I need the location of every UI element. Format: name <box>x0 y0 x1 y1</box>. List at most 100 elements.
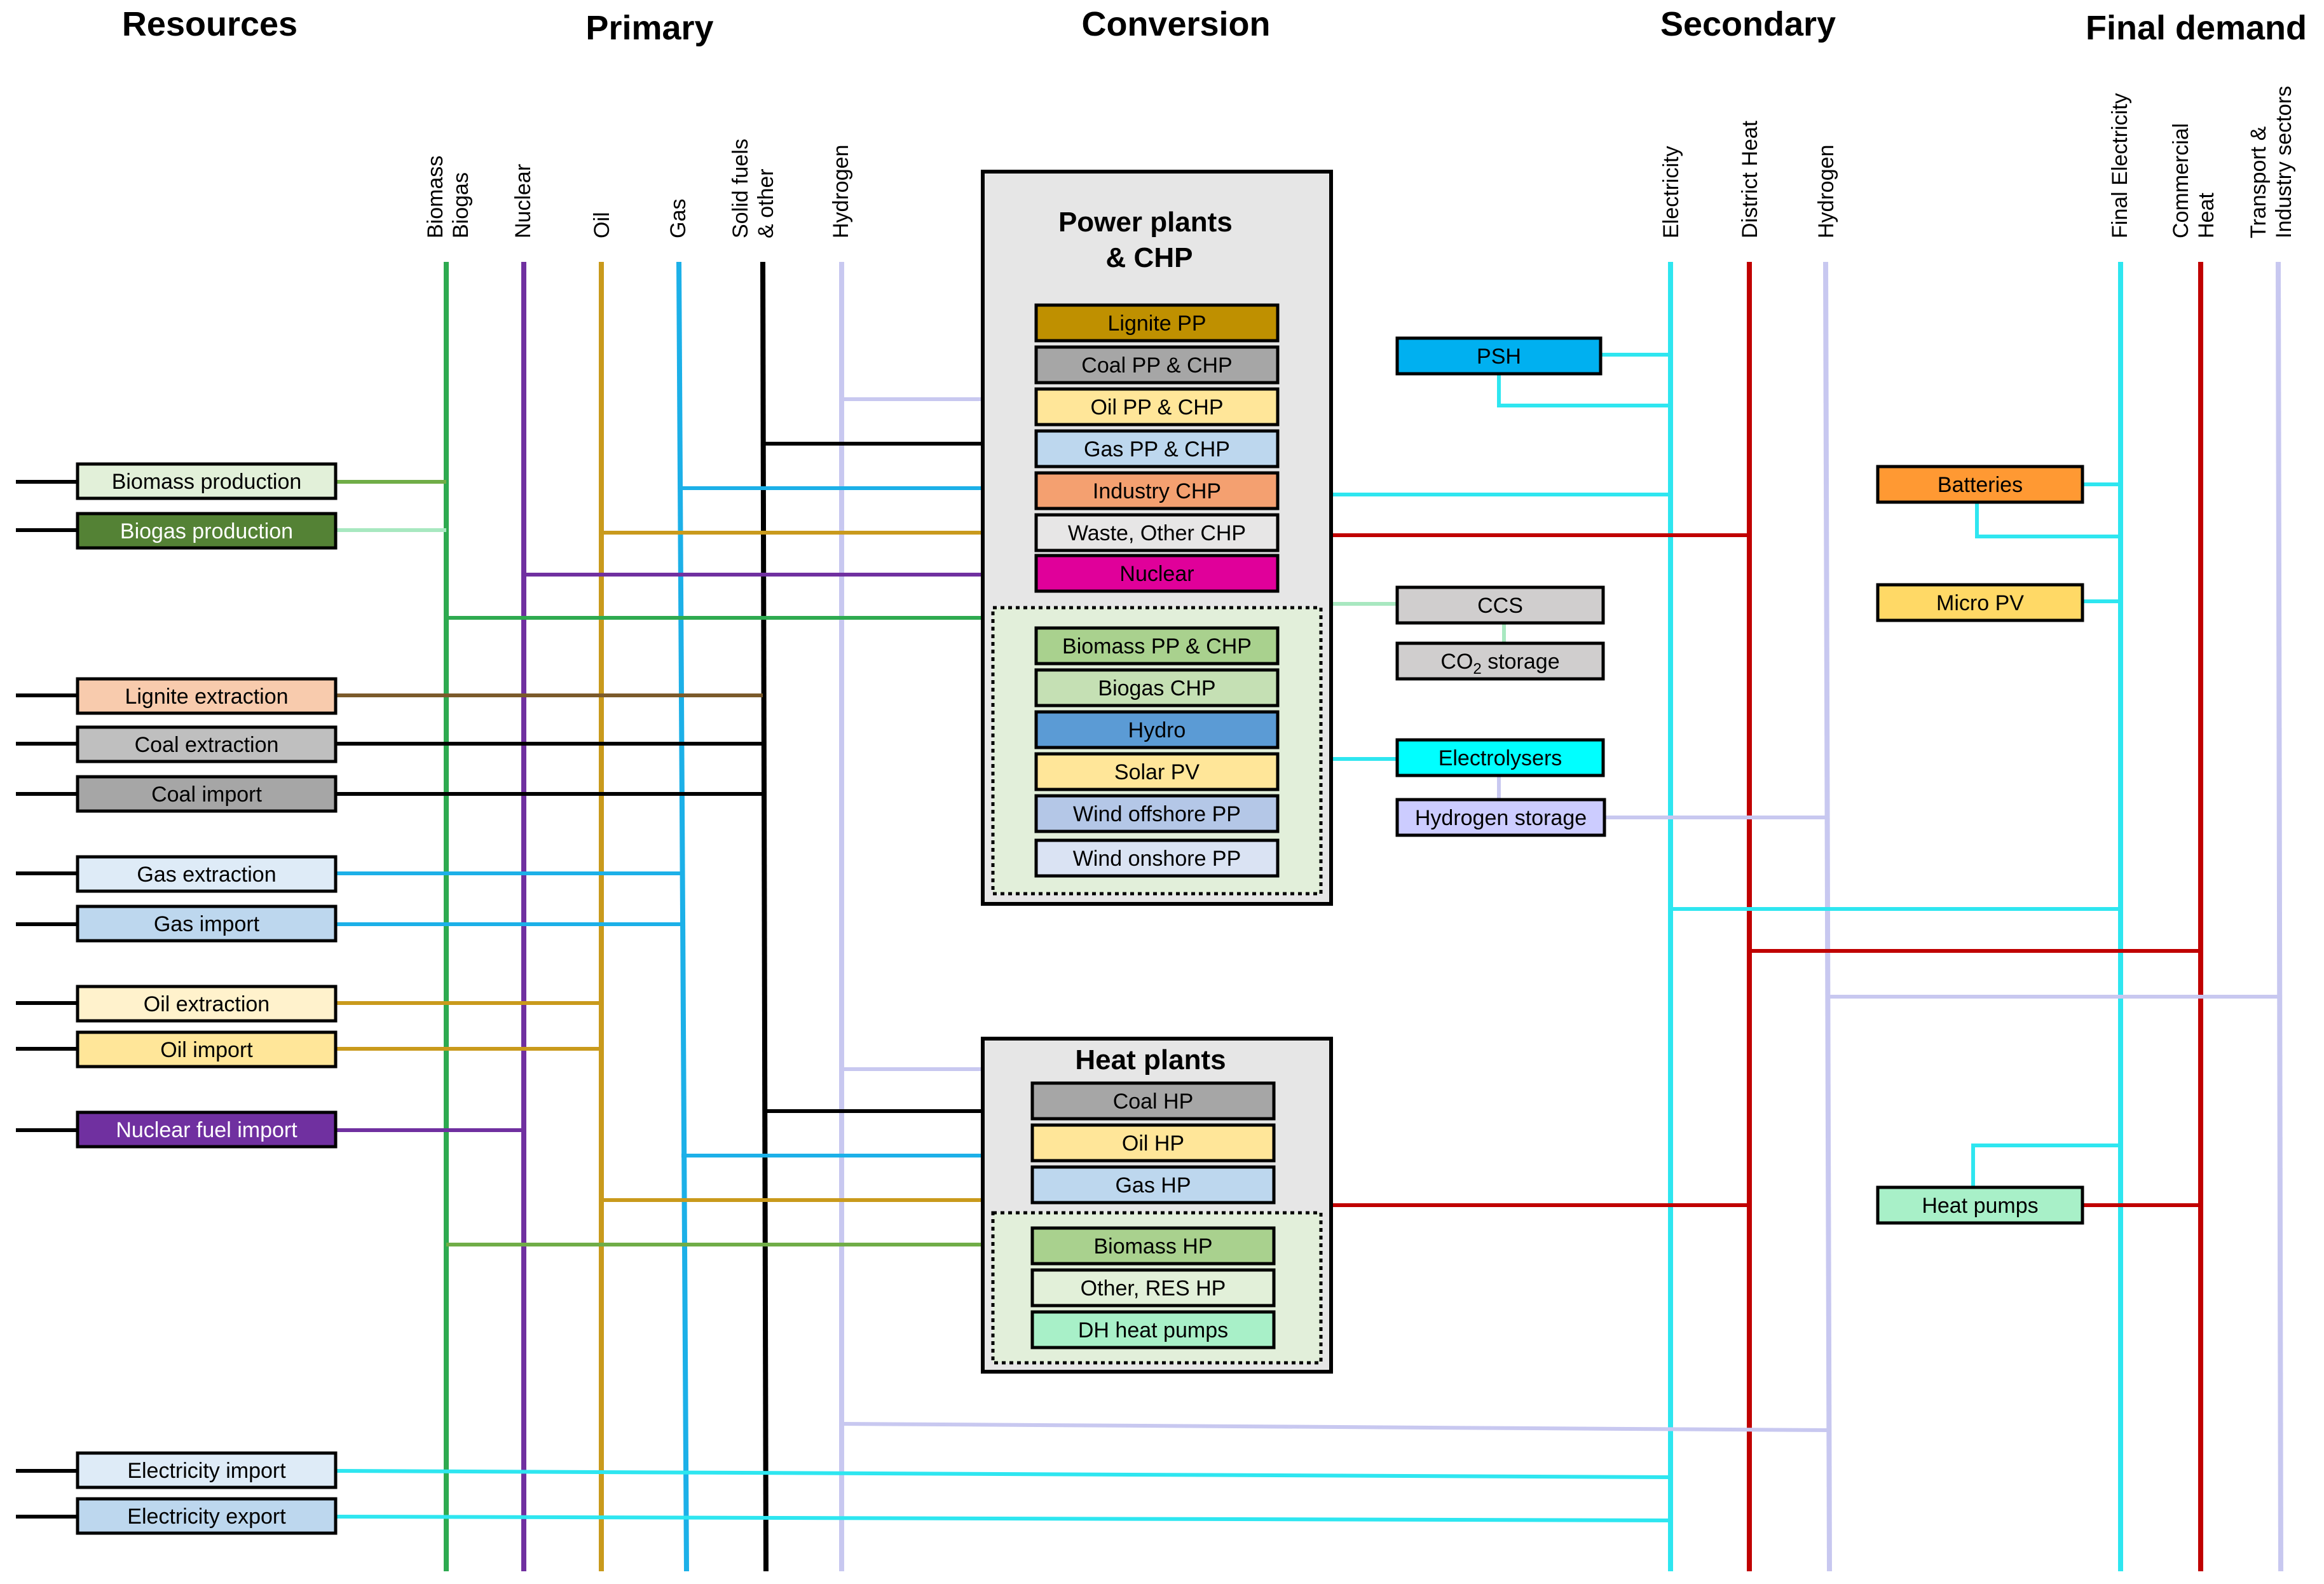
box-biomass-hp: Biomass HP <box>1030 1226 1276 1266</box>
svg-text:Micro PV: Micro PV <box>1936 591 2024 615</box>
connectors <box>16 353 2281 1522</box>
bus-labels: Biomass Biogas Nuclear Oil Gas Solid fue… <box>423 86 2296 238</box>
box-hydro: Hydro <box>1034 710 1280 749</box>
box-micro-pv: Micro PV <box>1876 583 2084 622</box>
svg-text:Biogas CHP: Biogas CHP <box>1098 676 1215 700</box>
svg-text:Biomass PP & CHP: Biomass PP & CHP <box>1062 634 1252 659</box>
box-coal-hp: Coal HP <box>1030 1081 1276 1121</box>
svg-text:Nuclear fuel import: Nuclear fuel import <box>116 1118 297 1142</box>
box-dh-heat-pumps: DH heat pumps <box>1030 1310 1276 1349</box>
svg-text:Wind offshore PP: Wind offshore PP <box>1073 802 1241 826</box>
box-lignite-extraction: Lignite extraction <box>76 677 338 715</box>
hydrogen-secondary-bus <box>1823 261 1832 1572</box>
svg-text:Waste, Other CHP: Waste, Other CHP <box>1068 521 1246 545</box>
bus-label-oil: Oil <box>590 212 614 238</box>
box-gas-import: Gas import <box>76 905 338 943</box>
svg-text:Electrolysers: Electrolysers <box>1439 746 1562 770</box>
svg-text:Nuclear: Nuclear <box>1119 562 1194 586</box>
bus-label-district-heat: District Heat <box>1738 120 1762 238</box>
svg-text:PSH: PSH <box>1477 345 1521 369</box>
bus-label-nuclear: Nuclear <box>511 164 535 238</box>
bus-label-transport: Transport & Industry sectors <box>2246 86 2296 238</box>
svg-text:Other, RES HP: Other, RES HP <box>1081 1276 1226 1301</box>
svg-text:Hydro: Hydro <box>1128 718 1186 742</box>
box-gas-extraction: Gas extraction <box>76 855 338 893</box>
box-biogas-production: Biogas production <box>76 512 338 550</box>
box-biomass-pp: Biomass PP & CHP <box>1034 626 1280 666</box>
svg-text:Oil PP & CHP: Oil PP & CHP <box>1090 395 1223 420</box>
transport-bus <box>2276 261 2283 1572</box>
box-other-res-hp: Other, RES HP <box>1030 1268 1276 1307</box>
bus-label-electricity: Electricity <box>1659 146 1683 238</box>
svg-text:DH heat pumps: DH heat pumps <box>1078 1318 1228 1342</box>
box-electricity-export: Electricity export <box>76 1497 338 1535</box>
svg-text:Coal HP: Coal HP <box>1113 1089 1194 1114</box>
power-plants-group: Power plants & CHP Lignite PP Coal PP & … <box>981 170 1333 906</box>
box-nuclear-pp: Nuclear <box>1034 554 1280 593</box>
svg-text:Biogas production: Biogas production <box>120 519 293 543</box>
svg-text:Electricity export: Electricity export <box>127 1505 286 1529</box>
bus-label-hydrogen-primary: Hydrogen <box>829 145 853 238</box>
svg-text:Hydrogen storage: Hydrogen storage <box>1415 806 1587 830</box>
box-oil-pp: Oil PP & CHP <box>1034 387 1280 427</box>
svg-text:Solar PV: Solar PV <box>1114 760 1200 784</box>
box-wind-offshore: Wind offshore PP <box>1034 794 1280 833</box>
box-psh: PSH <box>1395 336 1603 376</box>
svg-text:Wind onshore PP: Wind onshore PP <box>1073 847 1241 871</box>
resource-boxes: Biomass production Biogas production Lig… <box>76 462 338 1535</box>
svg-text:Gas PP & CHP: Gas PP & CHP <box>1084 437 1230 461</box>
svg-text:Gas extraction: Gas extraction <box>137 863 276 887</box>
bus-label-solid: Solid fuels & other <box>728 133 778 238</box>
power-plants-title: Power plants & CHP <box>1058 207 1240 273</box>
box-lignite-pp: Lignite PP <box>1034 303 1280 343</box>
header-resources: Resources <box>122 5 297 43</box>
box-biomass-production: Biomass production <box>76 462 338 500</box>
box-ccs: CCS <box>1395 585 1605 625</box>
bus-lines <box>444 261 2283 1572</box>
box-heat-pumps: Heat pumps <box>1876 1185 2084 1225</box>
svg-text:Coal PP & CHP: Coal PP & CHP <box>1081 353 1232 378</box>
svg-text:Oil HP: Oil HP <box>1122 1131 1184 1156</box>
svg-text:Coal extraction: Coal extraction <box>135 733 279 757</box>
box-solar-pv: Solar PV <box>1034 752 1280 791</box>
svg-text:Gas HP: Gas HP <box>1115 1173 1191 1198</box>
box-oil-extraction: Oil extraction <box>76 985 338 1023</box>
bus-label-hydrogen-secondary: Hydrogen <box>1814 145 1838 238</box>
box-oil-import: Oil import <box>76 1030 338 1069</box>
box-industry-chp: Industry CHP <box>1034 471 1280 510</box>
svg-text:Industry CHP: Industry CHP <box>1093 479 1221 503</box>
box-electricity-import: Electricity import <box>76 1451 338 1489</box>
bus-label-final-electricity: Final Electricity <box>2108 93 2132 238</box>
box-gas-hp: Gas HP <box>1030 1165 1276 1205</box>
box-waste-chp: Waste, Other CHP <box>1034 513 1280 552</box>
box-nuclear-fuel-import: Nuclear fuel import <box>76 1110 338 1149</box>
svg-text:CCS: CCS <box>1477 594 1523 618</box>
box-coal-import: Coal import <box>76 775 338 813</box>
heat-plants-title: Heat plants <box>1075 1044 1226 1075</box>
header-final-demand: Final demand <box>2086 9 2307 47</box>
box-batteries: Batteries <box>1876 465 2084 504</box>
heat-plants-group: Heat plants Coal HP Oil HP Gas HP Biomas… <box>981 1037 1333 1374</box>
svg-text:Biomass production: Biomass production <box>112 470 302 494</box>
svg-text:Gas import: Gas import <box>154 912 260 936</box>
box-coal-extraction: Coal extraction <box>76 725 338 763</box>
bus-label-biomass: Biomass Biogas <box>423 149 473 238</box>
bus-label-commercial-heat: Commercial Heat <box>2169 117 2218 238</box>
svg-text:Lignite extraction: Lignite extraction <box>125 685 288 709</box>
box-electrolysers: Electrolysers <box>1395 738 1605 777</box>
box-hydrogen-storage: Hydrogen storage <box>1395 798 1606 837</box>
box-wind-onshore: Wind onshore PP <box>1034 838 1280 878</box>
svg-text:Biomass HP: Biomass HP <box>1093 1234 1212 1259</box>
column-headers: Resources Primary Conversion Secondary F… <box>122 5 2307 47</box>
storage-boxes: PSH CCS CO2 storage Electrolysers Hydrog… <box>1395 336 1606 837</box>
svg-text:Lignite PP: Lignite PP <box>1108 311 1206 336</box>
solid-fuels-bus <box>760 261 769 1572</box>
header-primary: Primary <box>585 9 713 47</box>
gas-bus <box>676 261 689 1572</box>
svg-text:Electricity import: Electricity import <box>127 1459 286 1483</box>
svg-text:Oil extraction: Oil extraction <box>144 992 270 1016</box>
box-co2-storage: CO2 storage <box>1395 641 1605 681</box>
resource-stubs <box>16 480 78 1519</box>
box-oil-hp: Oil HP <box>1030 1123 1276 1163</box>
